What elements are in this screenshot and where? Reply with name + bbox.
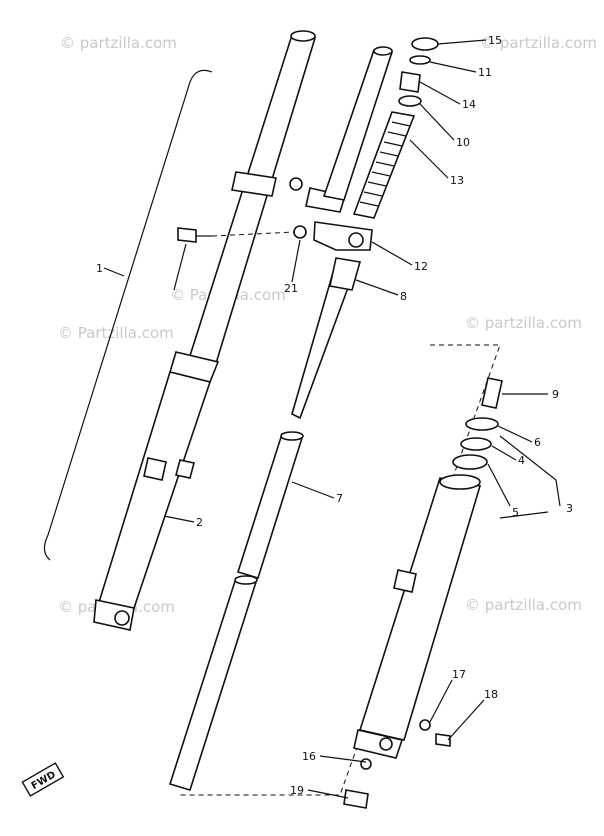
cylinder-top xyxy=(373,46,393,56)
callout-labels: 15 11 14 10 13 12 8 21 1 2 7 9 6 4 5 3 1… xyxy=(96,34,573,797)
spring-top xyxy=(280,431,304,441)
watermark-text: © partzilla.com xyxy=(480,34,597,52)
rod-spring-8 xyxy=(329,257,362,291)
cap-15 xyxy=(411,37,439,51)
oil-seal-6 xyxy=(465,417,499,431)
callout-6: 6 xyxy=(534,436,541,449)
watermark-text: © partzilla.com xyxy=(465,314,582,332)
inner-tube-top xyxy=(290,30,316,42)
bolt-head xyxy=(177,227,197,243)
watermark-text: © partzilla.com xyxy=(60,34,177,52)
leg-top xyxy=(439,474,481,490)
callout-13: 13 xyxy=(450,174,464,187)
fork-bracket xyxy=(143,457,167,481)
callout-17: 17 xyxy=(452,668,466,681)
washer-4 xyxy=(460,437,492,451)
right-fork-assembly xyxy=(343,377,503,809)
callout-1: 1 xyxy=(96,262,103,275)
clamp-hole xyxy=(348,232,364,248)
callout-14: 14 xyxy=(462,98,476,111)
clamp-bolt xyxy=(289,177,303,191)
watermark-text: © Partzilla.com xyxy=(58,324,174,342)
leg-bracket xyxy=(393,569,417,593)
leg-foot xyxy=(353,729,404,759)
callout-21: 21 xyxy=(284,282,298,295)
watermark-text: © partzilla.com xyxy=(465,596,582,614)
outer-leg-3 xyxy=(358,477,482,741)
axle-hole xyxy=(379,737,393,751)
callout-12: 12 xyxy=(414,260,428,273)
callout-2: 2 xyxy=(196,516,203,529)
lower-inner-tube xyxy=(168,577,258,791)
outer-tube xyxy=(94,371,212,621)
piston-ring-14 xyxy=(399,71,421,93)
damper-cylinder-assembly xyxy=(322,37,439,219)
fwd-badge: FWD xyxy=(21,762,65,797)
fork-spring-7 xyxy=(236,433,304,579)
spring-coils xyxy=(359,121,411,207)
top-clamp xyxy=(231,171,277,197)
gasket-16 xyxy=(360,758,372,770)
inner-tube xyxy=(186,34,317,372)
bushing-9 xyxy=(481,377,503,409)
axle-hole xyxy=(114,610,130,626)
seat-10 xyxy=(398,95,422,107)
callout-10: 10 xyxy=(456,136,470,149)
callout-15: 15 xyxy=(488,34,502,47)
washer-21 xyxy=(293,225,307,239)
leader-lines xyxy=(103,39,561,799)
lower-tube-top xyxy=(234,575,258,585)
lower-clamp-12 xyxy=(313,221,373,251)
callout-5: 5 xyxy=(512,506,519,519)
callout-3: 3 xyxy=(566,502,573,515)
bolt-guide-line xyxy=(211,231,296,237)
bolt-19 xyxy=(343,789,369,809)
circlip-11 xyxy=(409,55,431,65)
assembly-1-bracket xyxy=(43,69,213,561)
fork-spring-assembly xyxy=(168,431,304,791)
callout-18: 18 xyxy=(484,688,498,701)
outer-fork-assembly xyxy=(93,30,317,631)
callout-9: 9 xyxy=(552,388,559,401)
washer-17 xyxy=(419,719,431,731)
callout-8: 8 xyxy=(400,290,407,303)
callout-4: 4 xyxy=(518,454,525,467)
callout-7: 7 xyxy=(336,492,343,505)
fork-bracket xyxy=(175,459,195,479)
seal-5 xyxy=(452,454,488,470)
rebound-spring-13 xyxy=(352,111,416,219)
bolt-18 xyxy=(435,733,451,747)
callout-16: 16 xyxy=(302,750,316,763)
damper-rod-assembly xyxy=(291,257,362,420)
callout-19: 19 xyxy=(290,784,304,797)
callout-11: 11 xyxy=(478,66,492,79)
